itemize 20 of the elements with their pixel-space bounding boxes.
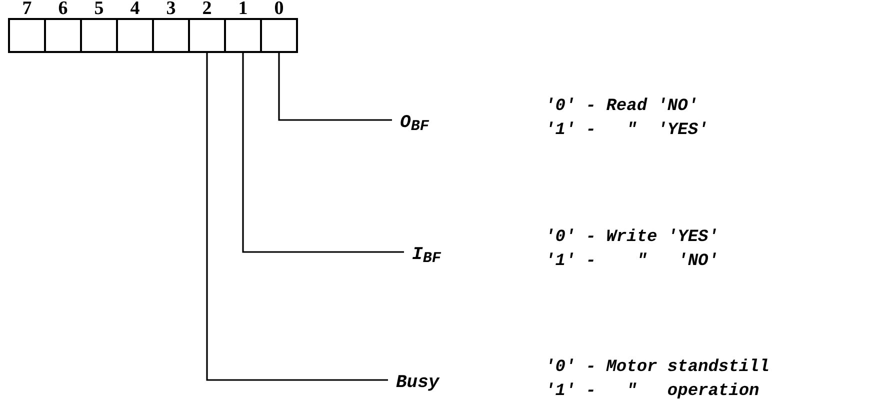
bit-number: 1 xyxy=(238,0,248,18)
bit-value-description: '1' - " operation xyxy=(545,381,760,402)
bit-value-description: '1' - " 'YES' xyxy=(545,120,708,142)
bit-number: 3 xyxy=(166,0,176,18)
bit-name: O$_{BF}$ xyxy=(400,112,429,138)
bit-value-description: '1' - " 'NO' xyxy=(545,251,718,273)
bit-value-description: '0' - Motor standstill xyxy=(545,357,770,379)
bit-number: 6 xyxy=(58,0,68,18)
bit-name: Busy xyxy=(396,372,440,394)
connector-line xyxy=(206,53,388,381)
bit-value-description: '0' - Read 'NO' xyxy=(545,96,700,118)
bit-number: 2 xyxy=(202,0,212,18)
bit-number: 0 xyxy=(274,0,284,18)
bit-number: 7 xyxy=(22,0,32,18)
bit-number: 4 xyxy=(130,0,140,18)
bit-value-description: '0' - Write 'YES' xyxy=(545,227,718,249)
connector-line xyxy=(242,53,404,253)
bit-number: 5 xyxy=(94,0,104,18)
bit-name: I$_{BF}$ xyxy=(412,244,441,270)
connector-line xyxy=(278,53,392,121)
